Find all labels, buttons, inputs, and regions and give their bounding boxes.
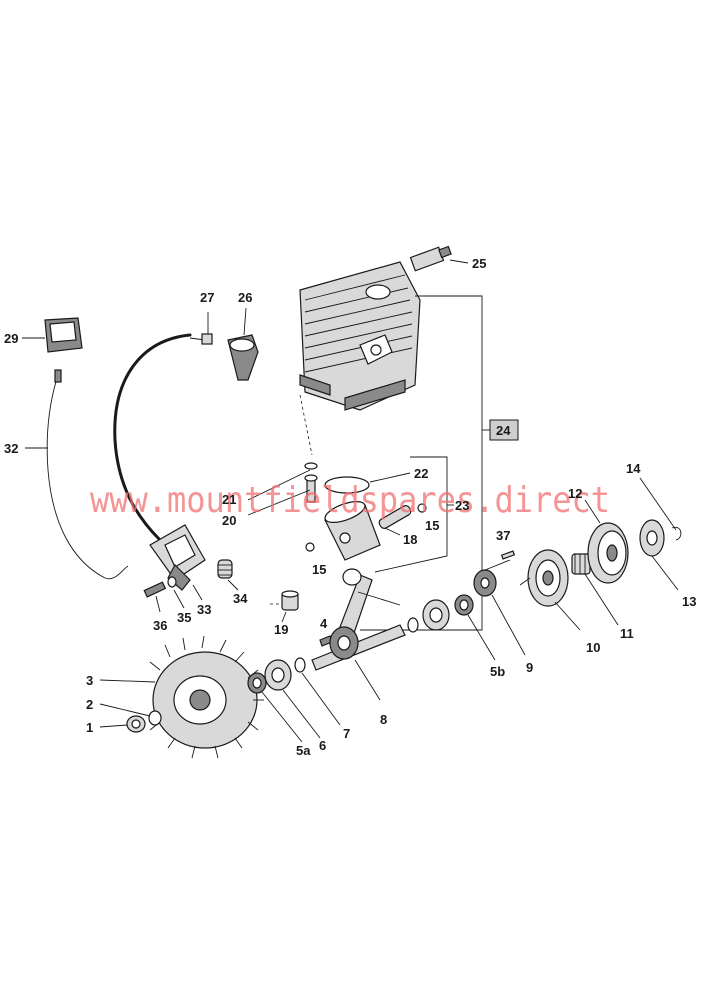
crankshaft-part	[311, 568, 406, 701]
callout-26: 26	[238, 290, 252, 305]
callout-37: 37	[496, 528, 510, 543]
clutch-part	[527, 549, 569, 607]
washer-part	[407, 617, 419, 633]
callout-9: 9	[526, 660, 533, 675]
circlip-part	[671, 526, 682, 541]
bushing-part	[281, 590, 299, 611]
spring-part	[217, 559, 233, 579]
callout-15-upper: 15	[425, 518, 439, 533]
callout-11: 11	[620, 626, 634, 641]
callout-35: 35	[177, 610, 191, 625]
washer-part	[639, 519, 665, 557]
group-24-bracket	[360, 295, 519, 631]
screw-part	[143, 581, 167, 598]
callout-23: 23	[455, 498, 469, 513]
callout-24: 24	[496, 423, 511, 438]
piston-ring-part	[324, 476, 370, 494]
callout-7: 7	[343, 726, 350, 741]
bearing-part	[264, 659, 292, 691]
oil-pump-drive-part	[473, 569, 497, 597]
callout-4: 4	[320, 616, 328, 631]
piston-pin-part	[378, 505, 412, 529]
piston-part	[324, 501, 381, 561]
callout-10: 10	[586, 640, 600, 655]
callout-22: 22	[414, 466, 428, 481]
callout-19: 19	[274, 622, 288, 637]
callout-12: 12	[568, 486, 582, 501]
washer-part	[148, 710, 162, 726]
callout-5b: 5b	[490, 664, 505, 679]
watermark-text: www.mountfieldspares.direct	[90, 480, 610, 521]
callout-13: 13	[682, 594, 696, 609]
callout-8: 8	[380, 712, 387, 727]
callout-25: 25	[472, 256, 486, 271]
callout-29: 29	[4, 331, 18, 346]
callout-1: 1	[86, 720, 93, 735]
needle-bearing-part	[571, 553, 591, 575]
callout-21: 21	[222, 492, 236, 507]
callout-2: 2	[86, 697, 93, 712]
callout-27: 27	[200, 290, 214, 305]
callout-5a: 5a	[296, 743, 311, 758]
callout-34: 34	[233, 591, 248, 606]
callout-6: 6	[319, 738, 326, 753]
callout-14: 14	[626, 461, 641, 476]
callout-36: 36	[153, 618, 167, 633]
cylinder-part	[299, 261, 421, 411]
washer-part	[294, 657, 306, 673]
callout-20: 20	[222, 513, 236, 528]
bearing-part	[422, 599, 450, 631]
circlip-part	[305, 542, 315, 552]
washer-part	[167, 576, 177, 588]
bolt-part	[304, 462, 318, 503]
callout-3: 3	[86, 673, 93, 688]
nut-part	[126, 715, 146, 733]
circlip-part	[417, 503, 427, 513]
flywheel-part	[149, 635, 264, 759]
callout-32: 32	[4, 441, 18, 456]
callout-15-lower: 15	[312, 562, 326, 577]
spark-plug-cap-part	[227, 334, 259, 381]
spark-plug-part	[409, 245, 469, 272]
clutch-drum-part	[587, 522, 629, 584]
ignition-coil-part	[149, 524, 206, 591]
callout-18: 18	[403, 532, 417, 547]
callout-33: 33	[197, 602, 211, 617]
switch-part	[44, 317, 83, 353]
